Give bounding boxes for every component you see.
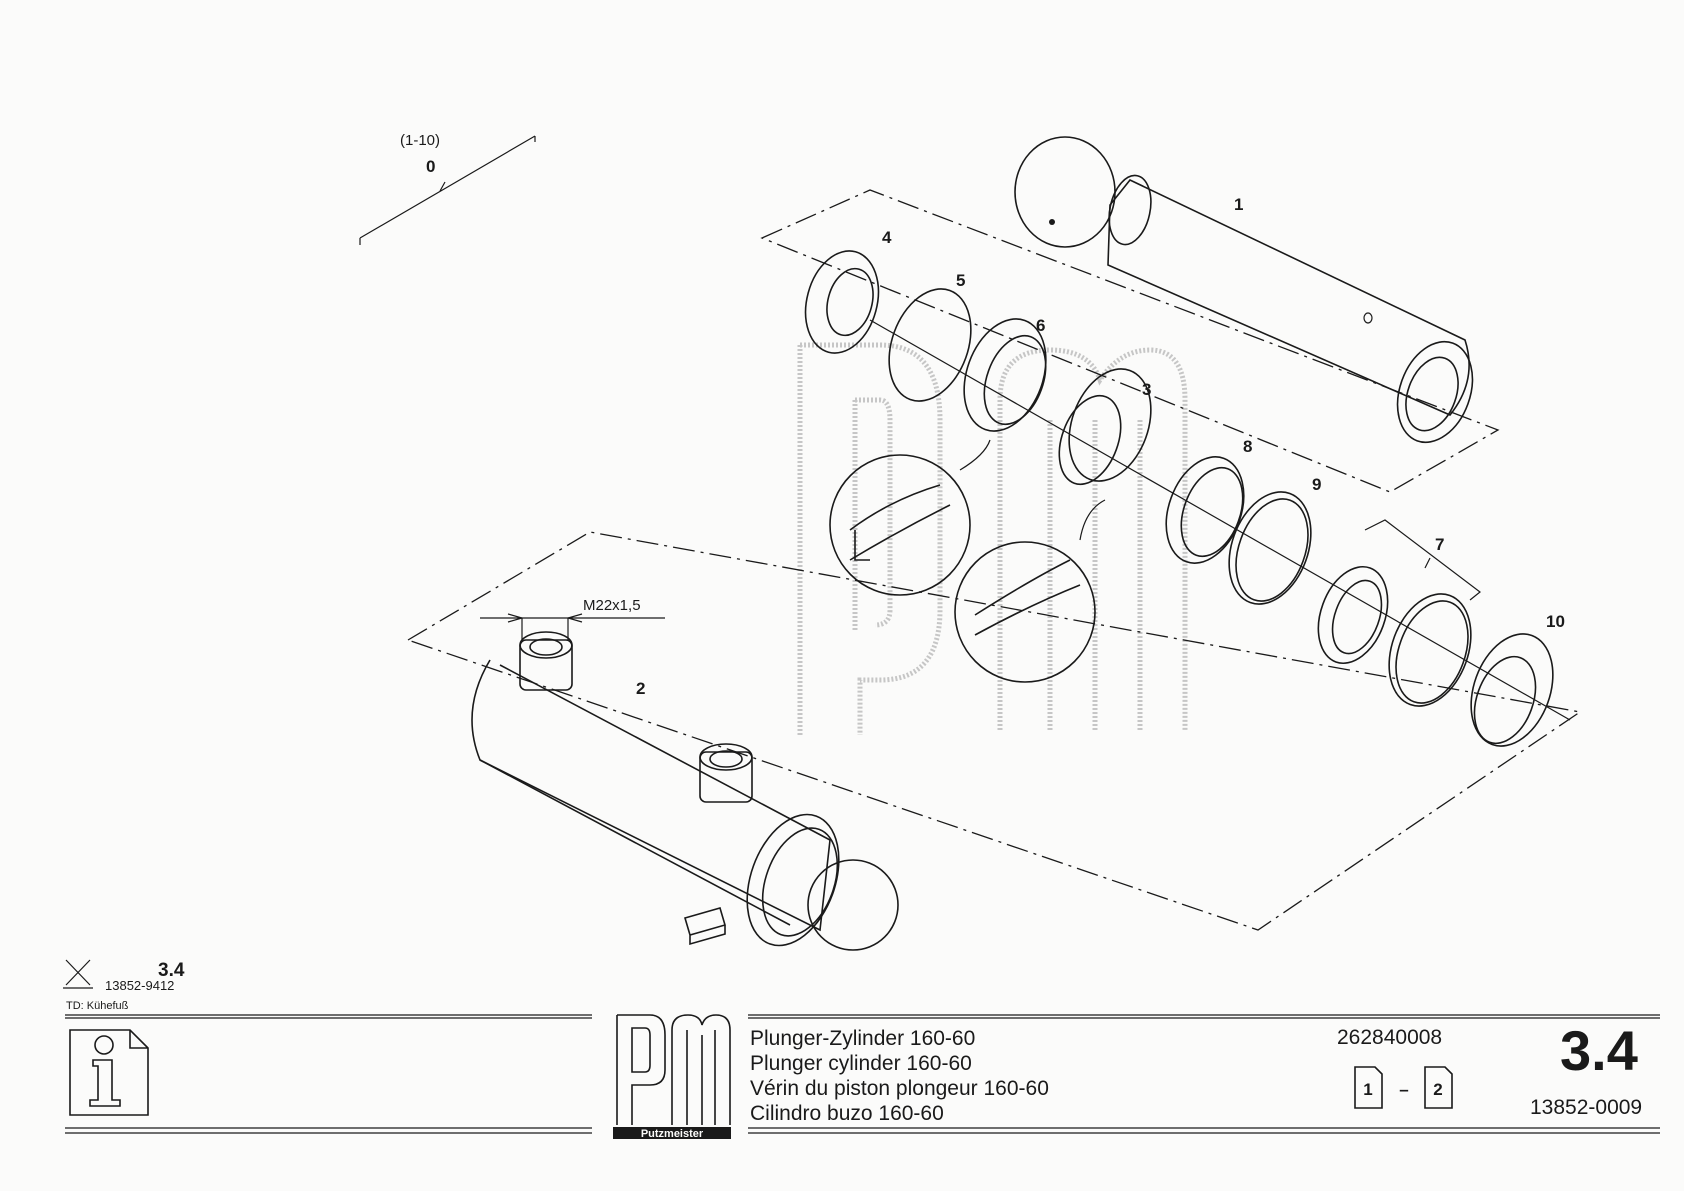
section-number: 3.4 xyxy=(1560,1019,1638,1082)
title-de: Plunger-Zylinder 160-60 xyxy=(750,1027,976,1050)
part-4-ring xyxy=(804,250,880,354)
part-label-10: 10 xyxy=(1546,612,1565,631)
part-label-5: 5 xyxy=(956,271,965,290)
part-label-6: 6 xyxy=(1036,316,1045,335)
part-1-plunger xyxy=(1014,136,1474,444)
footer-ref-number: 13852-9412 xyxy=(105,978,175,993)
revision-cross-icon xyxy=(63,959,93,989)
page-indicator: 1 – 2 xyxy=(1354,1066,1453,1109)
part-2-cylinder: M22x1,5 xyxy=(471,597,899,951)
assembly-range-label: (1-10) xyxy=(400,132,440,149)
detail-view-1 xyxy=(829,439,991,596)
title-es: Cilindro buzo 160-60 xyxy=(750,1102,944,1125)
thread-dimension-label: M22x1,5 xyxy=(583,597,641,614)
brand-name: Putzmeister xyxy=(641,1128,704,1140)
info-document-icon xyxy=(69,1029,149,1116)
td-note: TD: Kühefuß xyxy=(66,1000,129,1012)
page-total: 2 xyxy=(1433,1080,1442,1099)
page-current: 1 xyxy=(1363,1080,1372,1099)
page-separator: – xyxy=(1399,1080,1408,1099)
part-10-bushing xyxy=(1470,633,1554,747)
part-5-ring xyxy=(888,288,972,402)
part-label-4: 4 xyxy=(882,228,892,247)
upper-bracket xyxy=(760,189,1500,493)
part-8-ring xyxy=(1165,456,1245,564)
part-label-3: 3 xyxy=(1142,380,1151,399)
part-number: 262840008 xyxy=(1337,1026,1443,1049)
part-label-9: 9 xyxy=(1312,475,1321,494)
part-3-guide xyxy=(1058,368,1152,486)
footer-section-ref: 3.4 xyxy=(158,960,185,981)
assembly-id-label: 0 xyxy=(426,157,435,176)
part-label-8: 8 xyxy=(1243,437,1252,456)
part-label-7: 7 xyxy=(1435,535,1444,554)
title-fr: Vérin du piston plongeur 160-60 xyxy=(750,1077,1049,1100)
part-label-2: 2 xyxy=(636,679,645,698)
part-label-1: 1 xyxy=(1234,195,1243,214)
putzmeister-logo: Putzmeister xyxy=(613,1014,731,1140)
title-en: Plunger cylinder 160-60 xyxy=(750,1052,972,1075)
part-7-pair xyxy=(1317,519,1481,707)
detail-view-2 xyxy=(954,499,1106,683)
title-block-rules xyxy=(65,1014,1660,1134)
assembly-reference: (1-10) 0 xyxy=(359,132,536,245)
assembly-axis xyxy=(869,319,1571,721)
drawing-number: 13852-0009 xyxy=(1530,1096,1643,1119)
part-6-seal xyxy=(963,318,1047,432)
lower-bracket xyxy=(406,531,1582,931)
watermark-logo xyxy=(797,342,1188,735)
part-9-ring xyxy=(1228,491,1312,605)
